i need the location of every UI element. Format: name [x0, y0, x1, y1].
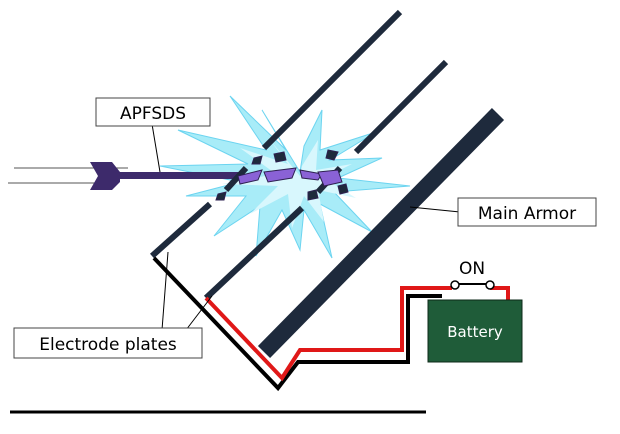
callout-apfsds-leader: [151, 123, 161, 173]
battery-body: [427, 299, 523, 363]
metal-fragments: [215, 149, 349, 201]
wire-positive: [204, 286, 452, 382]
wire-positive-return: [490, 286, 510, 302]
label-electrode-plates: Electrode plates: [39, 335, 177, 355]
callout-electrode-leader-front: [161, 251, 169, 331]
penetrator-rod: [112, 172, 244, 179]
callout-main-armor: Main Armor: [409, 197, 597, 227]
callout-main-armor-leader: [409, 206, 461, 213]
switch: ON: [450, 259, 495, 290]
wire-negative: [152, 256, 442, 392]
battery-label: Battery: [447, 323, 503, 341]
electrode-plate-front: [149, 9, 403, 259]
apfsds-penetrator: [90, 162, 244, 190]
battery: Battery: [427, 299, 523, 363]
callout-electrode-plates: Electrode plates: [13, 251, 213, 359]
callout-apfsds-box: [95, 97, 211, 127]
penetrator-fins: [90, 162, 120, 190]
callout-main-armor-box: [457, 197, 597, 227]
label-main-armor: Main Armor: [478, 204, 576, 224]
flash-burst-inner: [222, 140, 356, 228]
callout-electrode-leader-rear: [185, 295, 213, 331]
switch-contact-right: [485, 280, 495, 290]
callout-electrode-box: [13, 327, 203, 359]
switch-contact-left: [450, 280, 460, 290]
switch-state-label: ON: [459, 259, 485, 279]
main-armor-plate: [257, 108, 505, 358]
callout-apfsds: APFSDS: [95, 97, 211, 173]
label-apfsds: APFSDS: [120, 104, 186, 124]
